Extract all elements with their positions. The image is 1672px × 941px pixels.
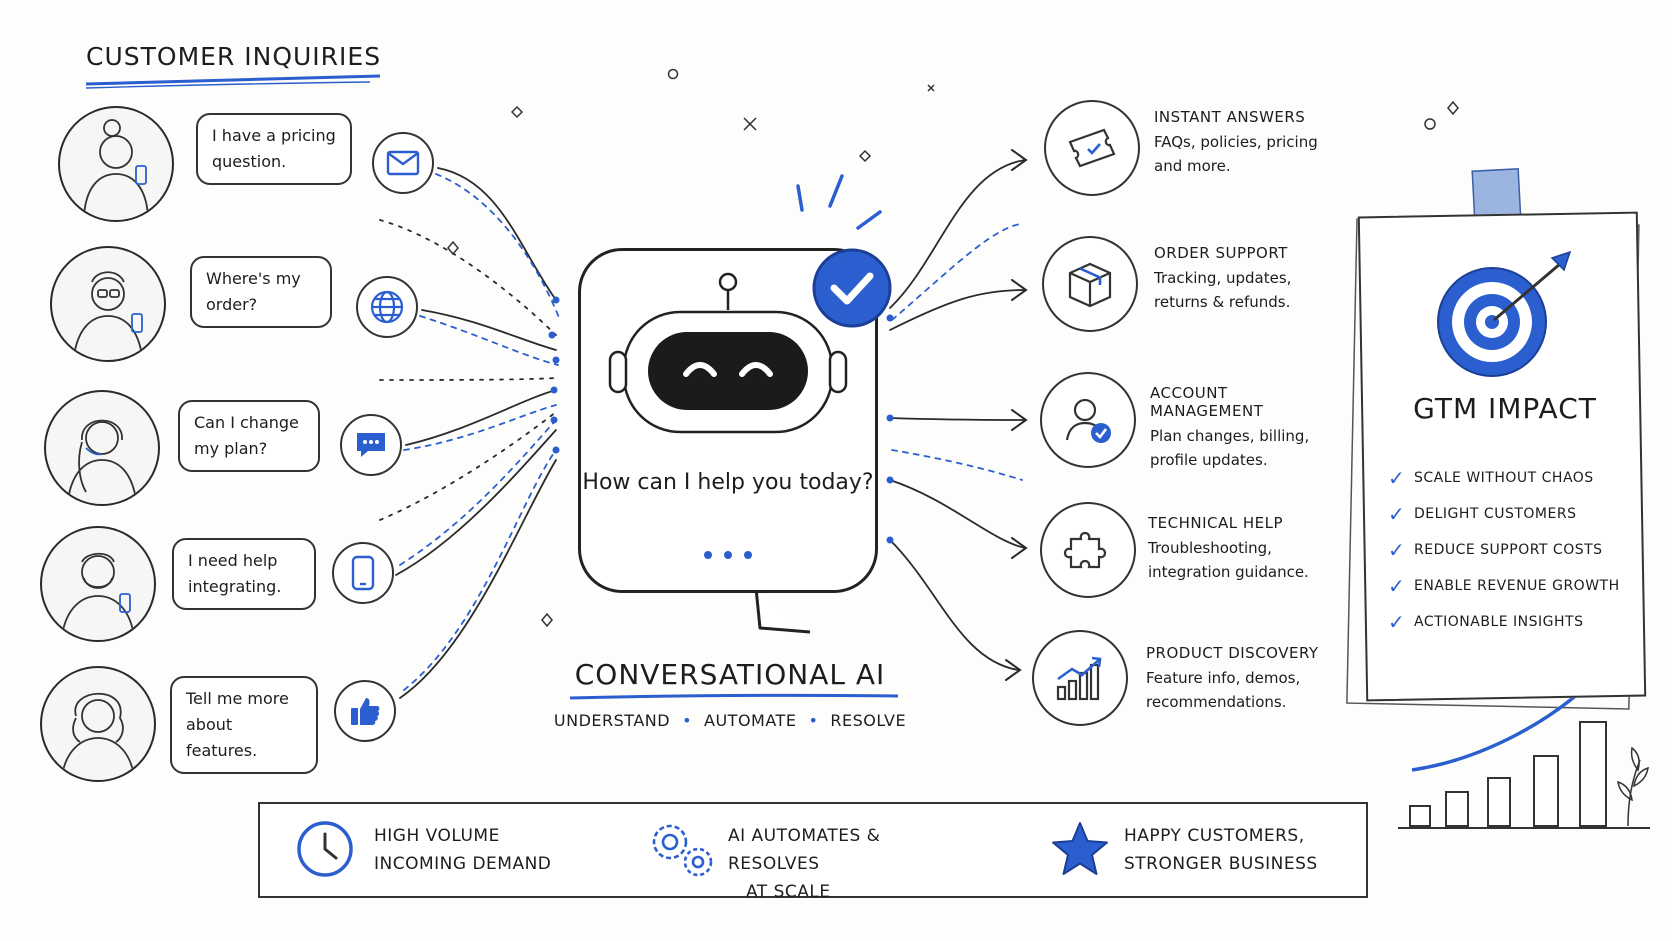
gtm-list: ✓Scale without chaos ✓Delight customers … [1388,460,1638,640]
clock-icon [297,821,353,877]
phone-icon [332,542,394,604]
service-desc: Feature info, demos, recommendations. [1146,669,1301,711]
gtm-item: ✓Actionable insights [1388,604,1638,640]
mail-icon [372,132,434,194]
service-account-management: Account Management Plan changes, billing… [1150,384,1340,472]
inquiry-bubble: Can I change my plan? [178,400,320,472]
service-desc: FAQs, policies, pricing and more. [1154,133,1318,175]
user-check-icon [1040,372,1136,468]
bar-chart-icon [1032,630,1128,726]
flow-step-automate: AI automates & resolves at scale [728,826,881,902]
gtm-item: ✓Enable revenue growth [1388,568,1638,604]
check-icon: ✓ [1388,610,1405,634]
service-title: Instant Answers [1154,108,1306,126]
center-subtitle: Understand • Automate • Resolve [540,711,920,730]
globe-icon [356,276,418,338]
sub-understand: Understand [553,711,671,730]
inquiry-bubble: I have a pricing question. [196,113,352,185]
service-instant-answers: Instant Answers FAQs, policies, pricing … [1154,108,1344,178]
target-icon [1437,250,1572,377]
avatar [40,526,156,642]
service-title: Product Discovery [1146,644,1319,662]
check-badge-icon [812,248,892,328]
service-title: Order Support [1154,244,1288,262]
gears-icon [652,824,713,877]
service-desc: Plan changes, billing, profile updates. [1150,427,1310,469]
avatar [40,666,156,782]
sub-automate: Automate [704,711,797,730]
bot-question: How can I help you today? [582,470,874,495]
avatar [50,246,166,362]
check-icon: ✓ [1388,466,1405,490]
section-title: Customer Inquiries [86,42,382,71]
puzzle-icon [1040,502,1136,598]
service-order-support: Order Support Tracking, updates, returns… [1154,244,1344,314]
separator-dot: • [682,711,693,730]
typing-dots-icon [704,551,752,559]
robot-icon [608,272,848,434]
star-icon [1052,822,1108,875]
service-title: Technical Help [1148,514,1284,532]
service-product-discovery: Product Discovery Feature info, demos, r… [1146,644,1346,714]
gtm-item: ✓Scale without chaos [1388,460,1638,496]
service-title: Account Management [1150,384,1264,420]
check-icon: ✓ [1388,574,1405,598]
inquiry-bubble: Where's my order? [190,256,332,328]
box-icon [1042,236,1138,332]
gtm-item: ✓Delight customers [1388,496,1638,532]
sub-resolve: Resolve [830,711,907,730]
inquiry-bubble: Tell me more about features. [170,676,318,774]
flow-step-happy: Happy customers, stronger business [1124,826,1318,874]
check-icon: ✓ [1388,538,1405,562]
service-desc: Tracking, updates, returns & refunds. [1154,269,1292,311]
service-technical-help: Technical Help Troubleshooting, integrat… [1148,514,1348,584]
ticket-icon [1044,100,1140,196]
chat-icon [340,414,402,476]
flow-banner [258,802,1368,898]
inquiry-bubble: I need help integrating. [172,538,316,610]
gtm-item: ✓Reduce support costs [1388,532,1638,568]
service-desc: Troubleshooting, integration guidance. [1148,539,1309,581]
thumbs-up-icon [334,680,396,742]
avatar [58,106,174,222]
avatar [44,390,160,506]
center-title: Conversational AI [574,658,886,691]
separator-dot: • [808,711,819,730]
check-icon: ✓ [1388,502,1405,526]
flow-step-demand: High volume incoming demand [374,826,552,874]
gtm-title: GTM Impact [1413,392,1597,425]
